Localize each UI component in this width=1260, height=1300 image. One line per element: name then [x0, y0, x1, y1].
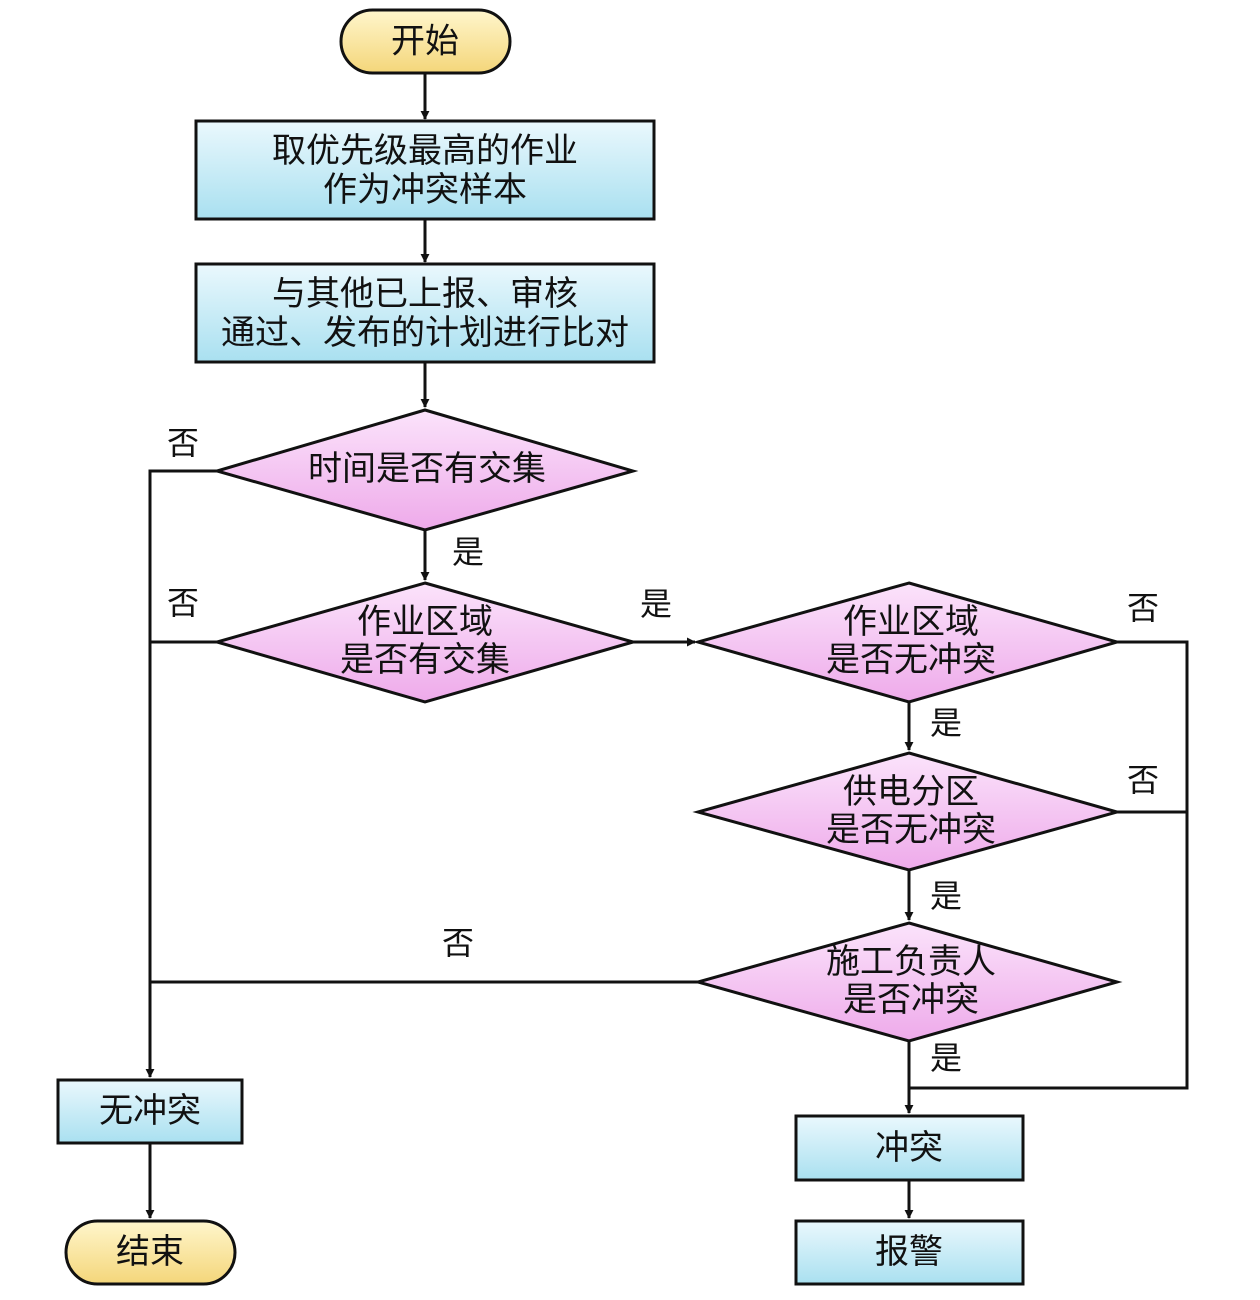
conflict-node: 冲突 [794, 1114, 1025, 1182]
edge-areaconflict-no [909, 640, 1189, 1090]
power-zone-line2: 是否无冲突 [826, 810, 996, 850]
area-conflict-line2: 是否无冲突 [826, 640, 996, 680]
start-node: 开始 [339, 8, 512, 75]
alarm-label: 报警 [875, 1232, 943, 1272]
power-zone-decision: 供电分区 是否无冲突 [692, 751, 1123, 872]
conflict-label: 冲突 [875, 1128, 943, 1168]
compare-plans-line1: 与其他已上报、审核 [272, 274, 578, 314]
no-conflict-label: 无冲突 [99, 1091, 201, 1131]
leader-conflict-line1: 施工负责人 [826, 942, 996, 982]
leader-conflict-line2: 是否冲突 [843, 980, 979, 1020]
select-sample-line1: 取优先级最高的作业 [272, 131, 578, 171]
area-conflict-yes-label: 是 [930, 704, 962, 742]
area-conflict-no-label: 否 [1127, 589, 1159, 627]
area-overlap-decision: 作业区域 是否有交集 [211, 581, 639, 704]
area-yes-label: 是 [640, 585, 672, 623]
end-node: 结束 [64, 1219, 237, 1286]
time-overlap-decision: 时间是否有交集 [211, 408, 639, 532]
area-overlap-line2: 是否有交集 [340, 640, 510, 680]
end-label: 结束 [116, 1232, 184, 1272]
select-sample-node: 取优先级最高的作业 作为冲突样本 [194, 119, 656, 221]
leader-no-label: 否 [442, 924, 474, 962]
select-sample-line2: 作为冲突样本 [323, 170, 527, 210]
alarm-node: 报警 [794, 1219, 1025, 1286]
area-no-label: 否 [167, 584, 199, 622]
connectors [145, 74, 1189, 1219]
area-conflict-line1: 作业区域 [843, 602, 979, 642]
time-yes-label: 是 [452, 533, 484, 571]
no-conflict-node: 无冲突 [56, 1078, 244, 1145]
compare-plans-line2: 通过、发布的计划进行比对 [221, 313, 629, 353]
start-label: 开始 [391, 22, 459, 62]
leader-yes-label: 是 [930, 1039, 962, 1077]
edge-time-no [145, 469, 217, 1078]
edge-labels: 否 是 否 是 否 是 否 是 否 是 [167, 424, 1159, 1077]
area-overlap-line1: 作业区域 [357, 602, 493, 642]
leader-conflict-decision: 施工负责人 是否冲突 [692, 921, 1123, 1043]
time-overlap-label: 时间是否有交集 [308, 449, 546, 489]
power-no-label: 否 [1127, 761, 1159, 799]
power-yes-label: 是 [930, 877, 962, 915]
area-conflict-decision: 作业区域 是否无冲突 [692, 581, 1123, 704]
compare-plans-node: 与其他已上报、审核 通过、发布的计划进行比对 [194, 262, 656, 364]
power-zone-line1: 供电分区 [843, 772, 979, 812]
time-no-label: 否 [167, 424, 199, 462]
